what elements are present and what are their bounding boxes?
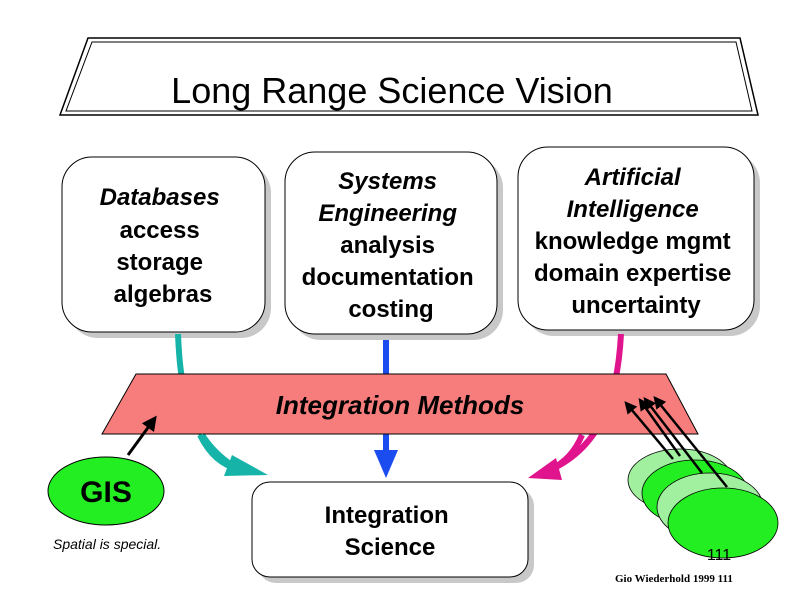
gis-node: GIS Spatial is special. xyxy=(47,415,165,552)
gis-label: GIS xyxy=(80,476,132,509)
integration-methods-band: Integration Methods xyxy=(101,373,699,435)
box-line: Integration xyxy=(325,502,449,529)
gis-caption: Spatial is special. xyxy=(53,536,161,552)
page-title: Long Range Science Vision xyxy=(171,70,613,111)
artificial-intelligence-box: Artificial Intelligence knowledge mgmt d… xyxy=(517,146,760,336)
box-heading: Intelligence xyxy=(567,196,699,223)
box-line: uncertainty xyxy=(571,292,701,319)
box-line: knowledge mgmt xyxy=(535,228,731,255)
systems-engineering-box: Systems Engineering analysis documentati… xyxy=(284,151,503,340)
box-line: algebras xyxy=(114,281,213,308)
data-sources-stack xyxy=(624,396,779,559)
page-number: 111 xyxy=(707,547,731,564)
box-line: analysis xyxy=(340,232,435,259)
svg-text:Integration Science: Integration Science xyxy=(325,502,456,561)
integration-methods-label: Integration Methods xyxy=(276,390,524,420)
integration-science-box: Integration Science xyxy=(251,481,534,583)
box-heading: Databases xyxy=(100,184,220,211)
source-arrow xyxy=(643,397,703,474)
box-line: Science xyxy=(345,534,436,561)
box-line: costing xyxy=(348,296,433,323)
svg-text:Systems Engineering: Systems Engineering analysis documentati… xyxy=(302,168,481,323)
magenta-arrow-segment xyxy=(548,433,585,473)
blue-arrowhead xyxy=(374,450,398,478)
databases-box: Databases access storage algebras xyxy=(61,156,271,338)
footer-credit: Gio Wiederhold 1999 111 xyxy=(615,573,733,585)
title-banner: Long Range Science Vision xyxy=(58,37,759,116)
source-arrow xyxy=(624,401,674,460)
box-heading: Engineering xyxy=(318,200,457,227)
source-arrow xyxy=(653,396,728,488)
box-heading: Systems xyxy=(338,168,437,195)
box-heading: Artificial xyxy=(584,164,682,191)
box-line: access xyxy=(120,217,200,244)
gis-arrow xyxy=(126,415,157,456)
magenta-arrowhead xyxy=(528,458,562,480)
box-line: documentation xyxy=(302,264,474,291)
box-line: domain expertise xyxy=(534,260,731,287)
box-line: storage xyxy=(116,249,203,276)
svg-text:Databases access s: Databases access storage algebras xyxy=(100,184,227,308)
svg-text:Artificial Intelligence: Artificial Intelligence knowledge mgmt d… xyxy=(534,164,738,319)
teal-arrow-segment xyxy=(197,433,241,473)
